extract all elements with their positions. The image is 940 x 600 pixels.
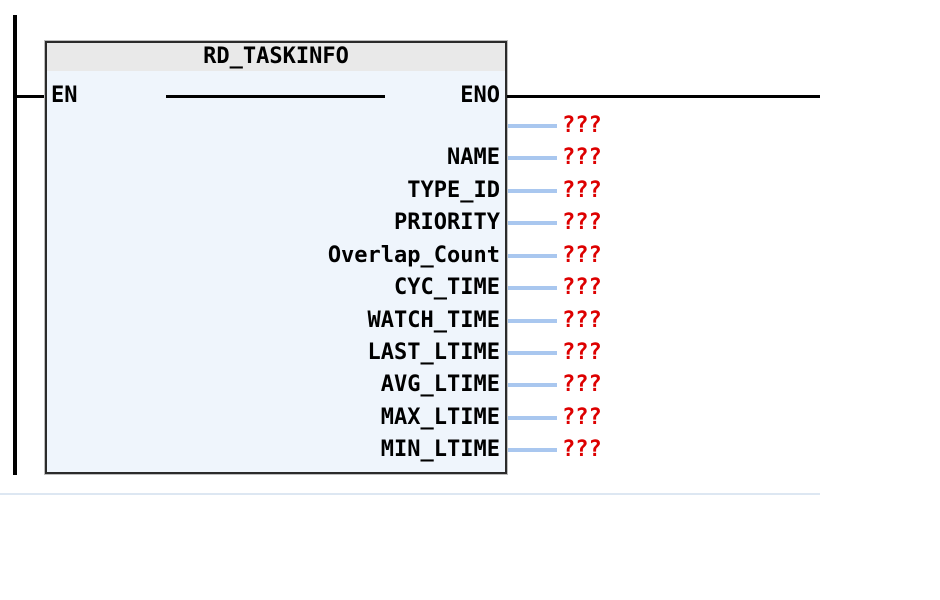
function-block-rd-taskinfo[interactable]: RD_TASKINFO [44, 40, 508, 475]
pin-label-min_ltime: MIN_LTIME [380, 437, 500, 462]
output-stub-wire [508, 416, 557, 420]
output-stub-wire [508, 254, 557, 258]
output-stub-wire [508, 319, 557, 323]
output-value-placeholder[interactable]: ??? [562, 113, 602, 138]
output-stub-wire [508, 221, 557, 225]
output-value-placeholder[interactable]: ??? [562, 210, 602, 235]
output-value-placeholder[interactable]: ??? [562, 275, 602, 300]
eno-rung-wire [507, 95, 820, 98]
pin-label-last_ltime: LAST_LTIME [367, 340, 500, 365]
network-separator [0, 493, 820, 495]
pin-label-avg_ltime: AVG_LTIME [380, 372, 500, 397]
output-stub-wire [508, 383, 557, 387]
pin-label-name: NAME [447, 145, 500, 170]
pin-label-overlap_count: Overlap_Count [327, 243, 500, 268]
output-value-placeholder[interactable]: ??? [562, 405, 602, 430]
pin-label-priority: PRIORITY [394, 210, 500, 235]
function-block-title: RD_TASKINFO [47, 43, 505, 71]
pin-label-cyc_time: CYC_TIME [394, 275, 500, 300]
output-stub-wire [508, 286, 557, 290]
pin-label-type_id: TYPE_ID [407, 178, 500, 203]
pin-label-max_ltime: MAX_LTIME [380, 405, 500, 430]
en-rung-wire [17, 95, 45, 98]
output-stub-wire [508, 448, 557, 452]
output-value-placeholder[interactable]: ??? [562, 243, 602, 268]
block-internal-wire [166, 95, 385, 98]
pin-label-en: EN [51, 83, 78, 108]
output-stub-wire [508, 156, 557, 160]
output-value-placeholder[interactable]: ??? [562, 437, 602, 462]
pin-label-eno: ENO [460, 83, 500, 108]
output-value-placeholder[interactable]: ??? [562, 178, 602, 203]
output-stub-wire [508, 124, 557, 128]
pin-label-watch_time: WATCH_TIME [367, 308, 500, 333]
output-stub-wire [508, 351, 557, 355]
output-value-placeholder[interactable]: ??? [562, 308, 602, 333]
output-stub-wire [508, 189, 557, 193]
output-value-placeholder[interactable]: ??? [562, 372, 602, 397]
output-value-placeholder[interactable]: ??? [562, 145, 602, 170]
output-value-placeholder[interactable]: ??? [562, 340, 602, 365]
left-power-rail [13, 15, 17, 475]
